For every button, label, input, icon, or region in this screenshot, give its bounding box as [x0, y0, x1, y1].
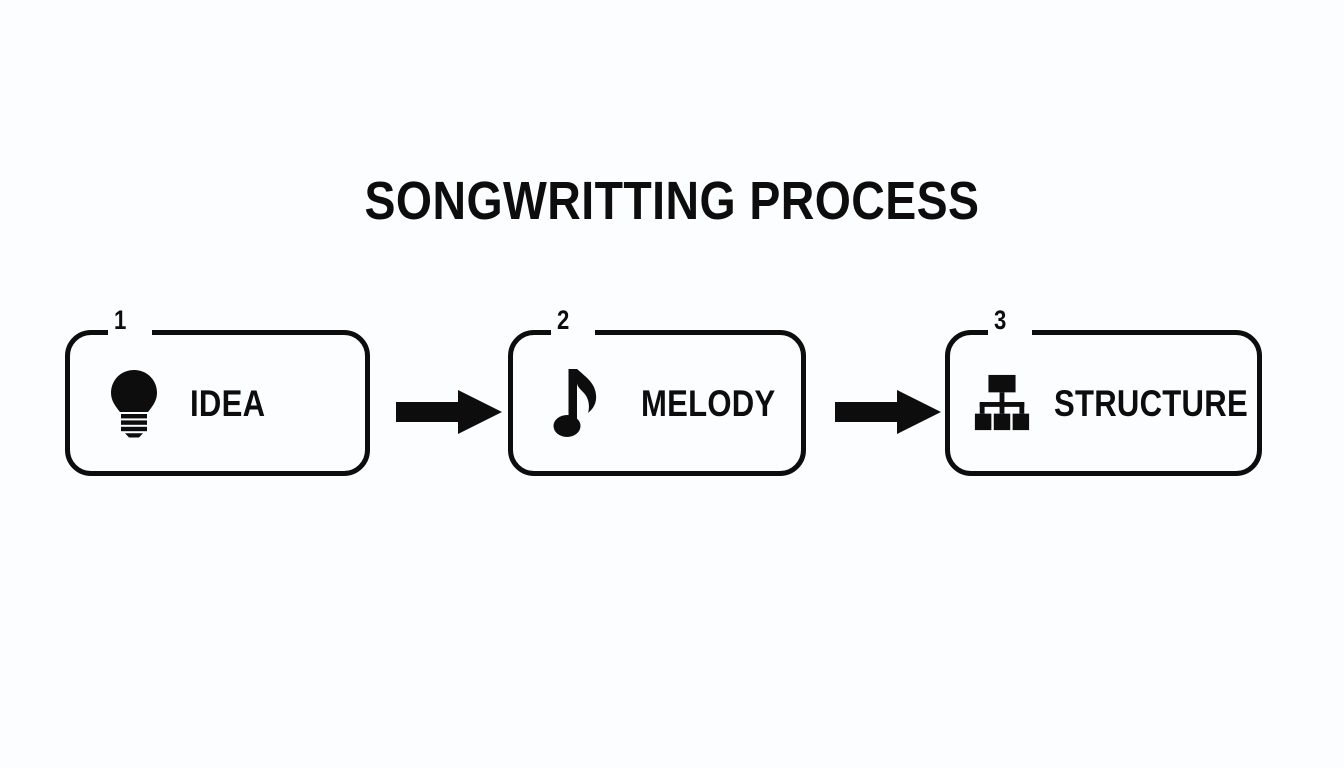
arrow-right-icon — [396, 388, 502, 436]
step-label-melody: MELODY — [641, 382, 776, 424]
step-number-notch — [108, 327, 152, 341]
music-note-icon — [547, 365, 607, 441]
step-card-content: STRUCTURE — [950, 335, 1257, 471]
step-label-structure: STRUCTURE — [1054, 382, 1248, 424]
step-number-notch — [988, 327, 1032, 341]
step-card-structure[interactable]: 3 STRUCTURE — [945, 307, 1262, 476]
step-number-notch — [551, 327, 595, 341]
hierarchy-icon — [972, 365, 1032, 441]
page-title: SONGWRITTING PROCESS — [364, 171, 980, 231]
step-card-idea[interactable]: 1 IDEA — [65, 307, 370, 476]
step-card-content: IDEA — [70, 335, 365, 471]
step-card-content: MELODY — [513, 335, 801, 471]
arrow-right-icon — [835, 388, 941, 436]
step-number-3: 3 — [994, 305, 1007, 335]
step-number-2: 2 — [557, 305, 570, 335]
step-label-idea: IDEA — [190, 382, 266, 424]
step-number-1: 1 — [114, 305, 127, 335]
step-card-melody[interactable]: 2 MELODY — [508, 307, 806, 476]
process-steps-row: 1 IDEA — [0, 307, 1344, 480]
lightbulb-icon — [104, 365, 164, 441]
